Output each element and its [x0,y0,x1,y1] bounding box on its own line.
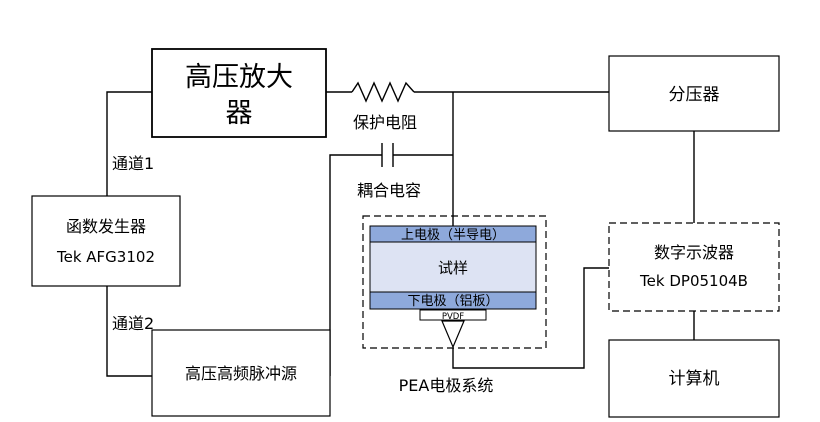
coupling-capacitor-label: 耦合电容 [357,181,421,200]
sample-label: 试样 [438,259,468,277]
oscilloscope-label-line2: Tek DP05104B [639,272,748,290]
wire-sensor-to-scope [452,267,609,369]
function-generator-label-line2: Tek AFG3102 [56,248,155,266]
lower-electrode [369,291,537,310]
pea-electrode-system: 上电极（半导电） 试样 下电极（铝板） PVDF [362,215,547,349]
computer-box [608,339,780,418]
wire-channel2 [106,286,152,377]
wiring [106,91,695,377]
channel1-label: 通道1 [112,154,154,173]
hv-amplifier-box [151,48,327,138]
pulse-source-label: 高压高频脉冲源 [185,364,297,383]
upper-electrode-label: 上电极（半导电） [401,228,505,243]
pvdf-sensor-label: PVDF [442,312,464,322]
hv-amplifier-label-line2: 器 [226,98,253,129]
hv-amplifier-label-line1: 高压放大 [185,62,293,93]
voltage-divider-label: 分压器 [669,85,720,105]
function-generator-box [31,195,181,287]
capacitor-symbol [381,143,394,167]
wire-pulse-to-capacitor [329,154,382,376]
oscilloscope-label-line1: 数字示波器 [654,243,734,262]
pea-system-box [362,215,547,349]
lower-electrode-label: 下电极（铝板） [407,294,498,309]
resistor-symbol [351,81,415,103]
pea-system-label: PEA电极系统 [399,376,494,395]
computer-label: 计算机 [669,369,720,389]
voltage-divider-box [608,55,780,132]
channel2-label: 通道2 [112,314,154,333]
pvdf-sensor [419,309,487,321]
function-generator-label-line1: 函数发生器 [66,217,146,236]
wire-channel1 [106,91,152,196]
sensor-amplifier-icon [441,320,465,349]
sample [369,241,537,293]
protect-resistor-label: 保护电阻 [353,113,417,132]
pulse-source-box [151,329,331,417]
oscilloscope-box [608,222,780,312]
